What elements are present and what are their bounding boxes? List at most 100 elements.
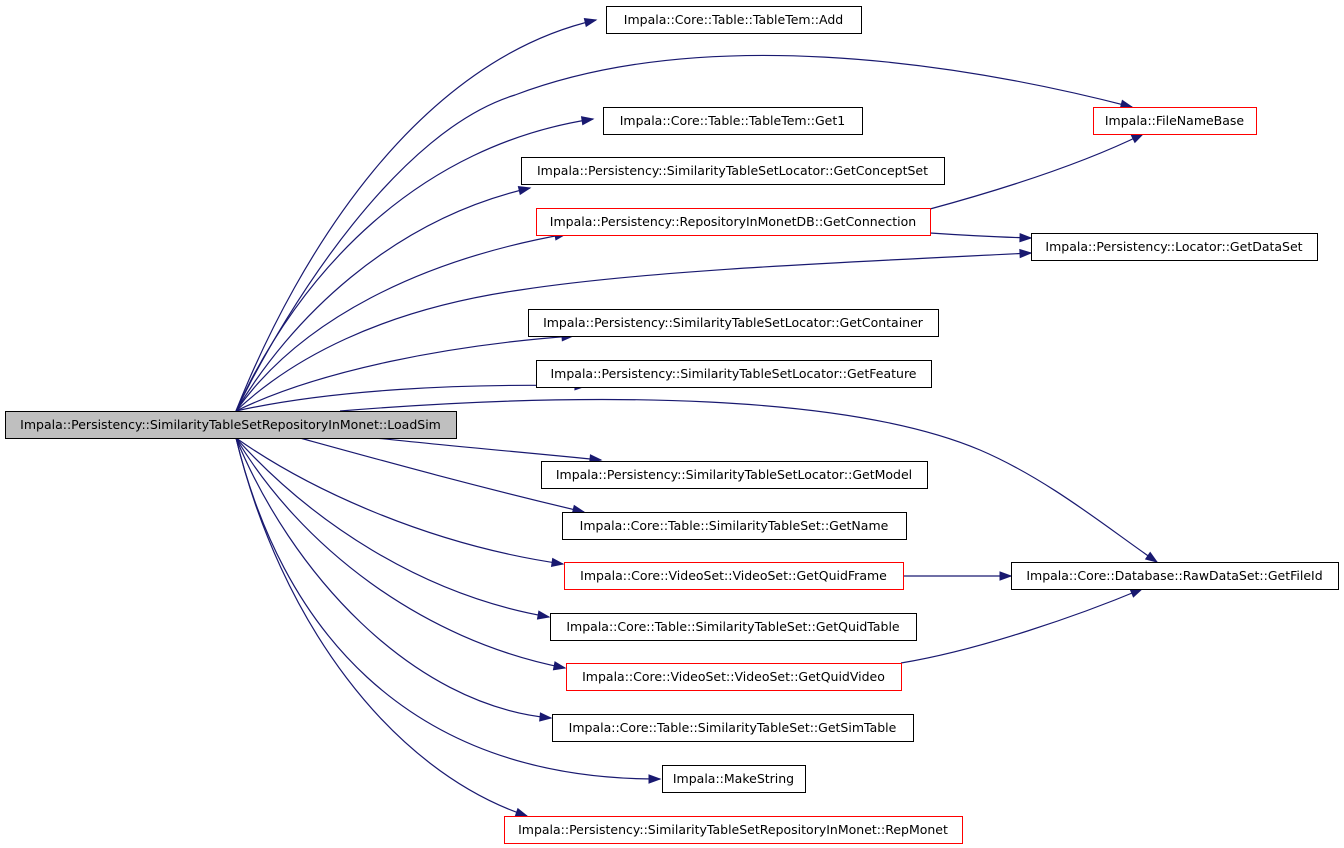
edge-arrowhead [999,571,1013,581]
node-label: Impala::Core::Database::RawDataSet::GetF… [1026,568,1322,583]
node-label: Impala::Persistency::SimilarityTableSetL… [537,163,928,178]
node-box [552,714,914,742]
node-filenamebase[interactable]: Impala::FileNameBase [1093,107,1257,135]
edge-line [235,187,531,412]
node-label: Impala::Persistency::SimilarityTableSetL… [543,315,924,330]
node-getname[interactable]: Impala::Core::Table::SimilarityTableSet:… [562,512,907,540]
edge-line [339,398,1158,563]
edge-arrowhead [1144,551,1159,563]
node-box [5,411,457,439]
edge-arrowhead [552,661,567,671]
node-getcontainer[interactable]: Impala::Persistency::SimilarityTableSetL… [528,309,939,337]
edge-loadsim-to-getquidtable [235,437,551,620]
edge-line [235,19,597,412]
edge-getconnection-to-getdataset [929,232,1033,243]
node-label: Impala::Core::VideoSet::VideoSet::GetQui… [582,669,885,684]
edge-line [235,233,567,412]
node-box [504,816,963,844]
edge-line [235,252,1032,412]
node-label: Impala::Persistency::RepositoryInMonetDB… [550,214,916,229]
node-loadsim[interactable]: Impala::Persistency::SimilarityTableSetR… [5,411,457,439]
node-box [606,6,862,34]
edge-arrowhead [1019,248,1033,259]
node-label: Impala::MakeString [673,771,794,786]
node-label: Impala::Persistency::SimilarityTableSetR… [518,822,948,837]
edge-line [299,437,585,513]
node-getquidframe[interactable]: Impala::Core::VideoSet::VideoSet::GetQui… [564,562,904,590]
edge-loadsim-to-repmonet [235,437,529,817]
node-getfileid[interactable]: Impala::Core::Database::RawDataSet::GetF… [1011,562,1339,590]
node-box [541,461,928,489]
edge-arrowhead [580,116,595,126]
node-box [1011,562,1339,590]
edge-loadsim-to-getquidframe [235,437,565,568]
edge-arrowhead [648,774,662,784]
edge-loadsim-to-getconceptset [235,186,532,412]
node-box [521,157,945,185]
node-get1[interactable]: Impala::Core::Table::TableTem::Get1 [603,107,863,135]
edge-getquidvideo-to-getfileid [900,588,1144,664]
edge-arrowhead [1129,588,1144,598]
edge-arrowhead [550,557,565,568]
node-getquidtable[interactable]: Impala::Core::Table::SimilarityTableSet:… [550,613,917,641]
node-label: Impala::Core::Table::TableTem::Add [624,12,843,27]
node-getsimtable[interactable]: Impala::Core::Table::SimilarityTableSet:… [552,714,914,742]
edge-line [929,133,1144,210]
node-label: Impala::Persistency::SimilarityTableSetL… [556,467,912,482]
edge-getconnection-to-filenamebase [929,133,1145,210]
edge-loadsim-to-makestring [235,437,662,784]
node-label: Impala::Core::Table::TableTem::Get1 [620,113,845,128]
edge-loadsim-to-getname [299,437,586,514]
node-box [1093,107,1257,135]
edge-line [235,437,564,565]
node-add[interactable]: Impala::Core::Table::TableTem::Add [606,6,862,34]
edge-loadsim-to-getfileid [339,398,1159,563]
node-getdataset[interactable]: Impala::Persistency::Locator::GetDataSet [1031,233,1318,261]
edge-arrowhead [514,807,529,817]
node-box [562,512,907,540]
node-getconnection[interactable]: Impala::Persistency::RepositoryInMonetDB… [536,208,931,236]
node-box [536,360,932,388]
edge-arrowhead [1119,99,1134,109]
edge-line [900,588,1143,664]
nodes-layer: Impala::Persistency::SimilarityTableSetR… [5,6,1339,844]
edge-arrowhead [583,17,598,28]
edge-line [235,437,552,719]
edge-loadsim-to-getquidvideo [235,437,567,671]
node-box [603,107,863,135]
edge-arrowhead [517,186,532,196]
node-label: Impala::Core::Table::SimilarityTableSet:… [580,518,889,533]
node-box [564,562,904,590]
edge-loadsim-to-getmodel [375,437,603,464]
node-repmonet[interactable]: Impala::Persistency::SimilarityTableSetR… [504,816,963,844]
node-label: Impala::Persistency::Locator::GetDataSet [1045,239,1302,254]
edges-layer [235,17,1159,817]
node-getconceptset[interactable]: Impala::Persistency::SimilarityTableSetL… [521,157,945,185]
edge-line [235,54,1133,412]
edge-loadsim-to-getdataset [235,248,1033,412]
node-box [550,613,917,641]
node-getmodel[interactable]: Impala::Persistency::SimilarityTableSetL… [541,461,928,489]
edge-loadsim-to-add [235,17,598,412]
edge-getquidframe-to-getfileid [903,571,1013,581]
node-makestring[interactable]: Impala::MakeString [662,765,806,793]
edge-line [235,437,550,618]
node-getfeature[interactable]: Impala::Persistency::SimilarityTableSetL… [536,360,932,388]
edge-line [375,437,602,461]
node-box [1031,233,1318,261]
edge-line [235,437,661,780]
node-label: Impala::Core::Table::SimilarityTableSet:… [569,720,897,735]
edge-arrowhead [1019,232,1033,243]
edge-line [235,437,528,817]
edge-arrowhead [539,712,553,722]
node-label: Impala::FileNameBase [1105,113,1245,128]
node-label: Impala::Persistency::SimilarityTableSetR… [20,417,441,432]
node-label: Impala::Core::VideoSet::VideoSet::GetQui… [580,568,887,583]
node-box [662,765,806,793]
edge-arrowhead [536,610,551,620]
edge-line [235,335,574,412]
node-box [528,309,939,337]
node-getquidvideo[interactable]: Impala::Core::VideoSet::VideoSet::GetQui… [566,663,902,691]
edge-line [929,232,1032,239]
edge-line [235,437,566,669]
